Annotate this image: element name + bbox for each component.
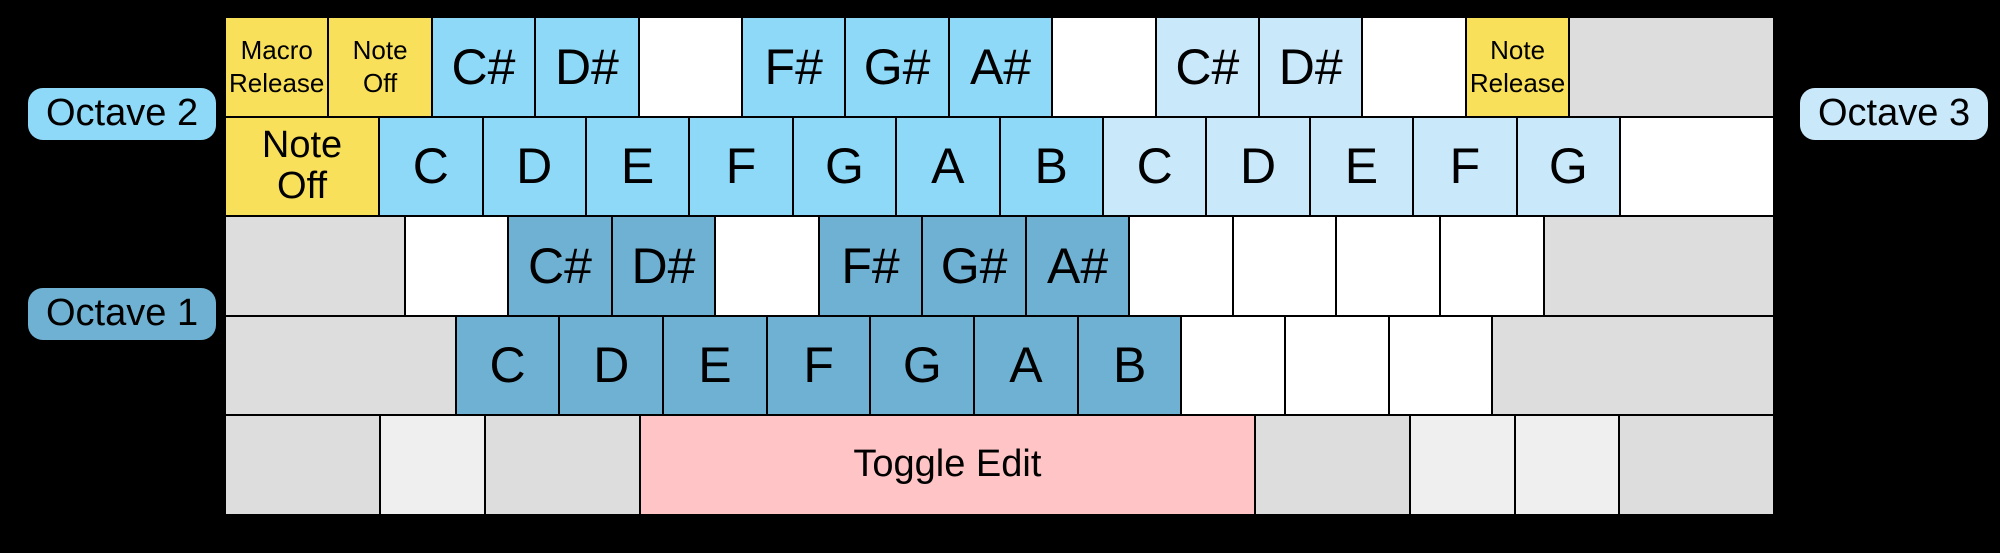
key-f-sharp[interactable]: F# [817, 215, 924, 317]
key-f[interactable]: F [1412, 115, 1518, 218]
key-c[interactable]: C [1101, 115, 1208, 218]
octave-1-label: Octave 1 [28, 288, 217, 340]
key-blank[interactable] [637, 16, 744, 118]
key-c[interactable]: C [378, 115, 484, 218]
key-c-sharp[interactable]: C# [1154, 16, 1261, 118]
key-f-sharp[interactable]: F# [741, 16, 847, 118]
key-e[interactable]: E [584, 115, 691, 218]
key-e[interactable]: E [662, 314, 768, 417]
key-note-off[interactable]: Note Off [327, 16, 433, 118]
key-modifier[interactable] [1254, 414, 1412, 516]
key-modifier[interactable] [379, 414, 486, 516]
key-modifier[interactable] [1513, 414, 1620, 516]
key-modifier[interactable] [1409, 414, 1516, 516]
octave-2-label: Octave 2 [28, 88, 217, 140]
key-e[interactable]: E [1308, 115, 1415, 218]
key-modifier[interactable] [483, 414, 641, 516]
key-d-sharp[interactable]: D# [610, 215, 717, 317]
key-d[interactable]: D [481, 115, 587, 218]
key-blank[interactable] [1361, 16, 1467, 118]
key-blank[interactable] [403, 215, 510, 317]
key-b[interactable]: B [1076, 314, 1183, 417]
key-modifier[interactable] [1617, 414, 1775, 516]
key-modifier[interactable] [1491, 314, 1776, 417]
key-c-sharp[interactable]: C# [430, 16, 537, 118]
key-d-sharp[interactable]: D# [534, 16, 640, 118]
key-blank[interactable] [1439, 215, 1545, 317]
key-blank[interactable] [1180, 314, 1287, 417]
key-blank[interactable] [1128, 215, 1234, 317]
key-macro-release[interactable]: Macro Release [224, 16, 330, 118]
key-g-sharp[interactable]: G# [921, 215, 1027, 317]
key-note-release[interactable]: Note Release [1464, 16, 1571, 118]
key-modifier[interactable] [1542, 215, 1775, 317]
key-f[interactable]: F [688, 115, 794, 218]
key-g[interactable]: G [791, 115, 898, 218]
key-blank[interactable] [1051, 16, 1157, 118]
key-modifier[interactable] [224, 314, 457, 417]
key-c[interactable]: C [454, 314, 561, 417]
keyboard-row-5: Toggle Edit [224, 414, 1775, 516]
key-d-sharp[interactable]: D# [1258, 16, 1364, 118]
octave-3-label: Octave 3 [1800, 88, 1989, 140]
key-c-sharp[interactable]: C# [507, 215, 613, 317]
key-blank[interactable] [1284, 314, 1390, 417]
key-g[interactable]: G [1515, 115, 1621, 218]
key-b[interactable]: B [998, 115, 1104, 218]
keyboard-row-3: C#D# F#G#A# [224, 215, 1775, 317]
key-blank[interactable] [1231, 215, 1338, 317]
key-g[interactable]: G [869, 314, 976, 417]
key-modifier[interactable] [224, 414, 382, 516]
key-blank[interactable] [1618, 115, 1776, 218]
key-blank[interactable] [714, 215, 820, 317]
key-f[interactable]: F [765, 314, 872, 417]
key-d[interactable]: D [558, 314, 665, 417]
key-a-sharp[interactable]: A# [1024, 215, 1131, 317]
key-toggle-edit[interactable]: Toggle Edit [638, 414, 1256, 516]
key-blank[interactable] [1335, 215, 1441, 317]
key-g-sharp[interactable]: G# [844, 16, 950, 118]
key-modifier[interactable] [224, 215, 406, 317]
key-d[interactable]: D [1205, 115, 1311, 218]
key-a-sharp[interactable]: A# [947, 16, 1054, 118]
key-note-off[interactable]: Note Off [224, 115, 381, 218]
key-a[interactable]: A [973, 314, 1079, 417]
key-a[interactable]: A [895, 115, 1001, 218]
key-blank[interactable] [1387, 314, 1494, 417]
key-modifier[interactable] [1568, 16, 1776, 118]
